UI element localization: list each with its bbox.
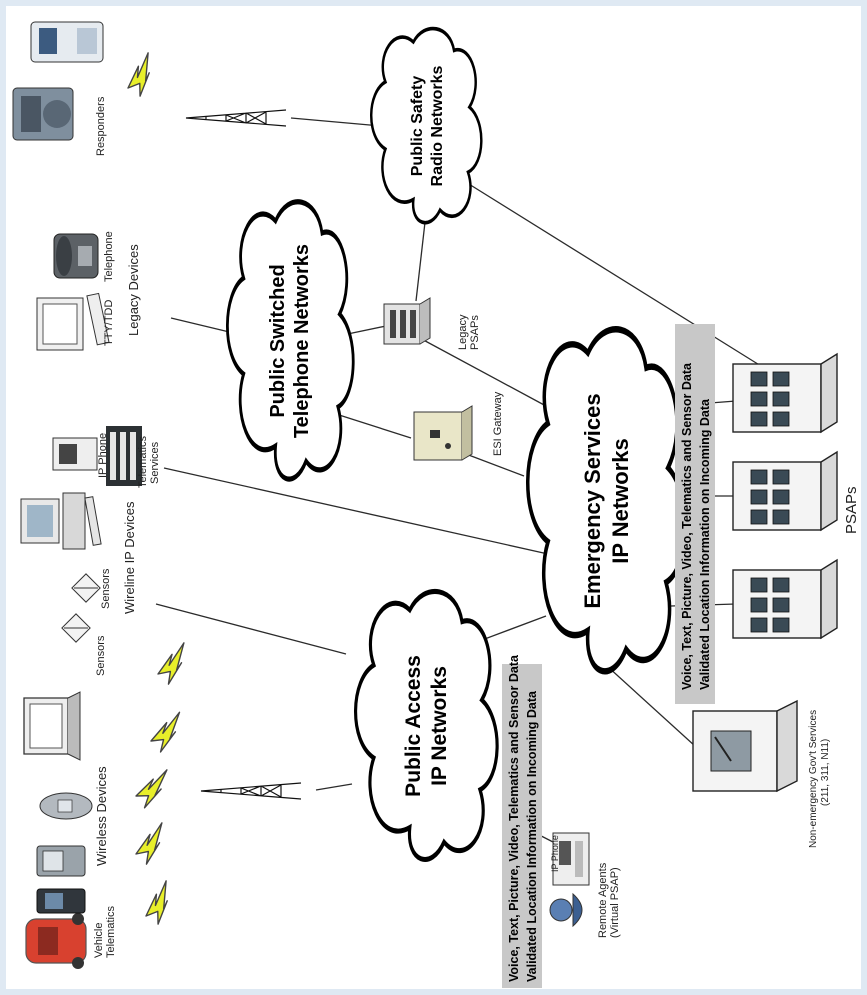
wireless-devices-label: Wireless Devices: [94, 766, 109, 866]
radio-cloud: Public Safety Radio Networks: [369, 26, 484, 225]
cell-tower-icon: [200, 782, 302, 800]
smartphone-icon: [36, 888, 86, 914]
pstn-cloud-line2: Telephone Networks: [291, 244, 313, 438]
link-wireline-public-access: [155, 603, 347, 655]
psap-building-icon: [732, 352, 838, 434]
left-data-banner: Voice, Text, Picture, Video, Telematics …: [502, 654, 542, 988]
telephone-icon: [53, 233, 99, 279]
radio-tower-icon: [185, 109, 287, 127]
link-esigateway-esinet: [465, 453, 525, 477]
pstn-cloud: Public Switched Telephone Networks: [227, 202, 353, 479]
non-emergency-label-2: (211, 311, N11): [820, 739, 831, 806]
flip-phone-icon: [39, 792, 93, 820]
left-banner-line2: Validated Location Information on Incomi…: [525, 690, 539, 982]
ambulance-icon: [30, 21, 104, 63]
lightning-icon: [150, 642, 199, 687]
agent-person-icon: [549, 892, 583, 928]
right-data-banner: Voice, Text, Picture, Video, Telematics …: [675, 324, 715, 704]
lightning-icon: [128, 822, 177, 867]
link-esinet-nonemergency: [595, 655, 707, 757]
ip-phone-icon: [52, 437, 98, 471]
legacy-devices-label: Legacy Devices: [126, 244, 141, 336]
right-banner-line2: Validated Location Information on Incomi…: [698, 398, 712, 690]
psap-building-icon: [732, 558, 838, 640]
public-access-cloud: Public Access IP Networks: [356, 591, 498, 859]
responders-icon: [12, 87, 74, 141]
sensors-label: Sensors: [95, 635, 107, 676]
legacy-psap-icon: [383, 297, 431, 345]
tty-tdd-label: TTY/TDD: [103, 300, 115, 346]
wireline-sensors-label: Sensors: [100, 568, 112, 609]
remote-agents-label: Remote Agents: [597, 862, 609, 938]
diagram-sheet: Public Access IP Networks Emergency Serv…: [6, 6, 861, 989]
link-legacypsap-esinet: [415, 335, 547, 407]
remote-ip-phone-label: IP Phone: [550, 835, 560, 872]
non-emergency-label: Non-emergency Gov't Services: [808, 710, 819, 848]
ip-phone-label: IP Phone: [97, 433, 109, 478]
emergency-cloud-line1: Emergency Services: [580, 393, 605, 608]
remote-agent-phone-icon: [552, 832, 590, 886]
radio-cloud-line1: Public Safety: [409, 76, 426, 177]
emergency-services-cloud: Emergency Services IP Networks: [528, 329, 685, 671]
link-tower-public-access: [315, 783, 353, 791]
emergency-cloud-line2: IP Networks: [608, 438, 633, 564]
wireless-sensor-icon: [61, 613, 91, 643]
laptop-icon: [23, 691, 81, 761]
legacy-psaps-label-2: PSAPs: [469, 315, 481, 350]
legacy-psaps-label: Legacy: [457, 314, 469, 350]
esi-gateway-label: ESI Gateway: [492, 391, 504, 456]
telephone-label: Telephone: [103, 231, 115, 282]
pstn-cloud-line1: Public Switched: [267, 264, 289, 417]
link-pstn-esigateway: [335, 413, 412, 439]
telematics-building-icon: [106, 426, 142, 486]
lightning-icon: [118, 52, 167, 100]
remote-agents-label-2: (Virtual PSAP): [609, 867, 621, 938]
wireline-ip-devices-label: Wireline IP Devices: [122, 501, 137, 614]
vehicle-icon: [25, 913, 87, 969]
telematics-services-label: Telematics: [137, 436, 149, 488]
esi-gateway-icon: [413, 405, 473, 461]
link-telematics-esinet: [163, 467, 549, 555]
non-emergency-building-icon: [692, 699, 798, 793]
public-access-cloud-line2: IP Networks: [428, 666, 451, 786]
lightning-icon: [130, 769, 178, 810]
wireline-sensor-icon: [71, 573, 101, 603]
psap-building-icon: [732, 450, 838, 532]
right-banner-line1: Voice, Text, Picture, Video, Telematics …: [680, 362, 694, 690]
lightning-icon: [144, 711, 193, 755]
radio-cloud-line2: Radio Networks: [429, 65, 446, 186]
telematics-services-label-2: Services: [149, 441, 161, 484]
psaps-label: PSAPs: [843, 486, 860, 534]
lightning-icon: [136, 880, 185, 928]
desktop-computer-icon: [20, 492, 102, 550]
vehicle-telematics-label: Vehicle: [93, 923, 105, 958]
left-banner-line1: Voice, Text, Picture, Video, Telematics …: [507, 654, 521, 982]
tty-tdd-icon: [36, 292, 110, 351]
phone-icon: [36, 845, 86, 877]
link-radio-tower: [290, 117, 382, 127]
public-access-cloud-line1: Public Access: [402, 655, 425, 797]
vehicle-telematics-label-2: Telematics: [105, 906, 117, 958]
lightning-bolts: [118, 52, 199, 928]
network-diagram: Public Access IP Networks Emergency Serv…: [12, 21, 860, 988]
responders-label: Responders: [95, 96, 107, 156]
